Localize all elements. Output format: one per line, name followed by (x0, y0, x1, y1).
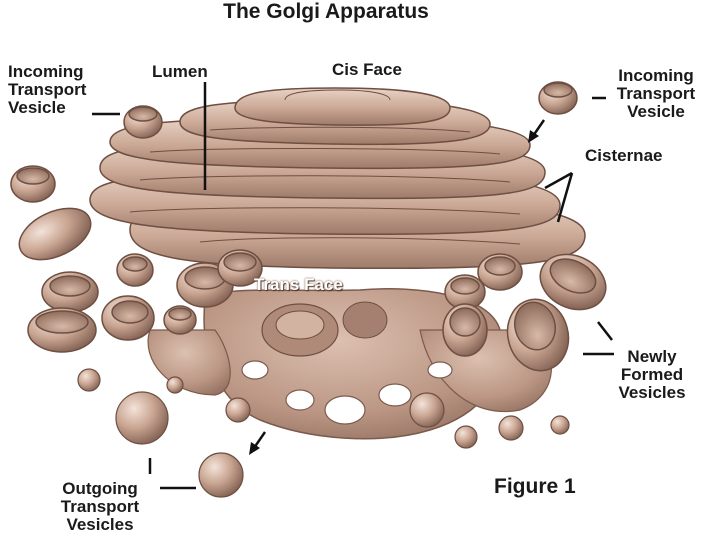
diagram-title: The Golgi Apparatus (223, 0, 429, 23)
label-incoming-transport-vesicle-left: Incoming Transport Vesicle (8, 62, 87, 117)
label-cis-face: Cis Face (332, 60, 402, 79)
label-cisternae: Cisternae (585, 146, 663, 165)
figure-label: Figure 1 (494, 475, 576, 498)
trans-network (147, 288, 552, 440)
label-outgoing-transport-vesicles: Outgoing Transport Vesicles (60, 479, 140, 534)
cisternae-stack (89, 87, 586, 270)
leader-lines (92, 82, 614, 490)
arrowheads (249, 130, 539, 455)
label-trans-face: Trans Face (254, 275, 343, 294)
label-lumen: Lumen (152, 62, 208, 81)
vesicle-cups (10, 81, 607, 372)
label-incoming-transport-vesicle-right: Incoming Transport Vesicle (616, 66, 696, 121)
spherical-vesicles (77, 368, 570, 498)
label-newly-formed-vesicles: Newly Formed Vesicles (618, 347, 686, 402)
